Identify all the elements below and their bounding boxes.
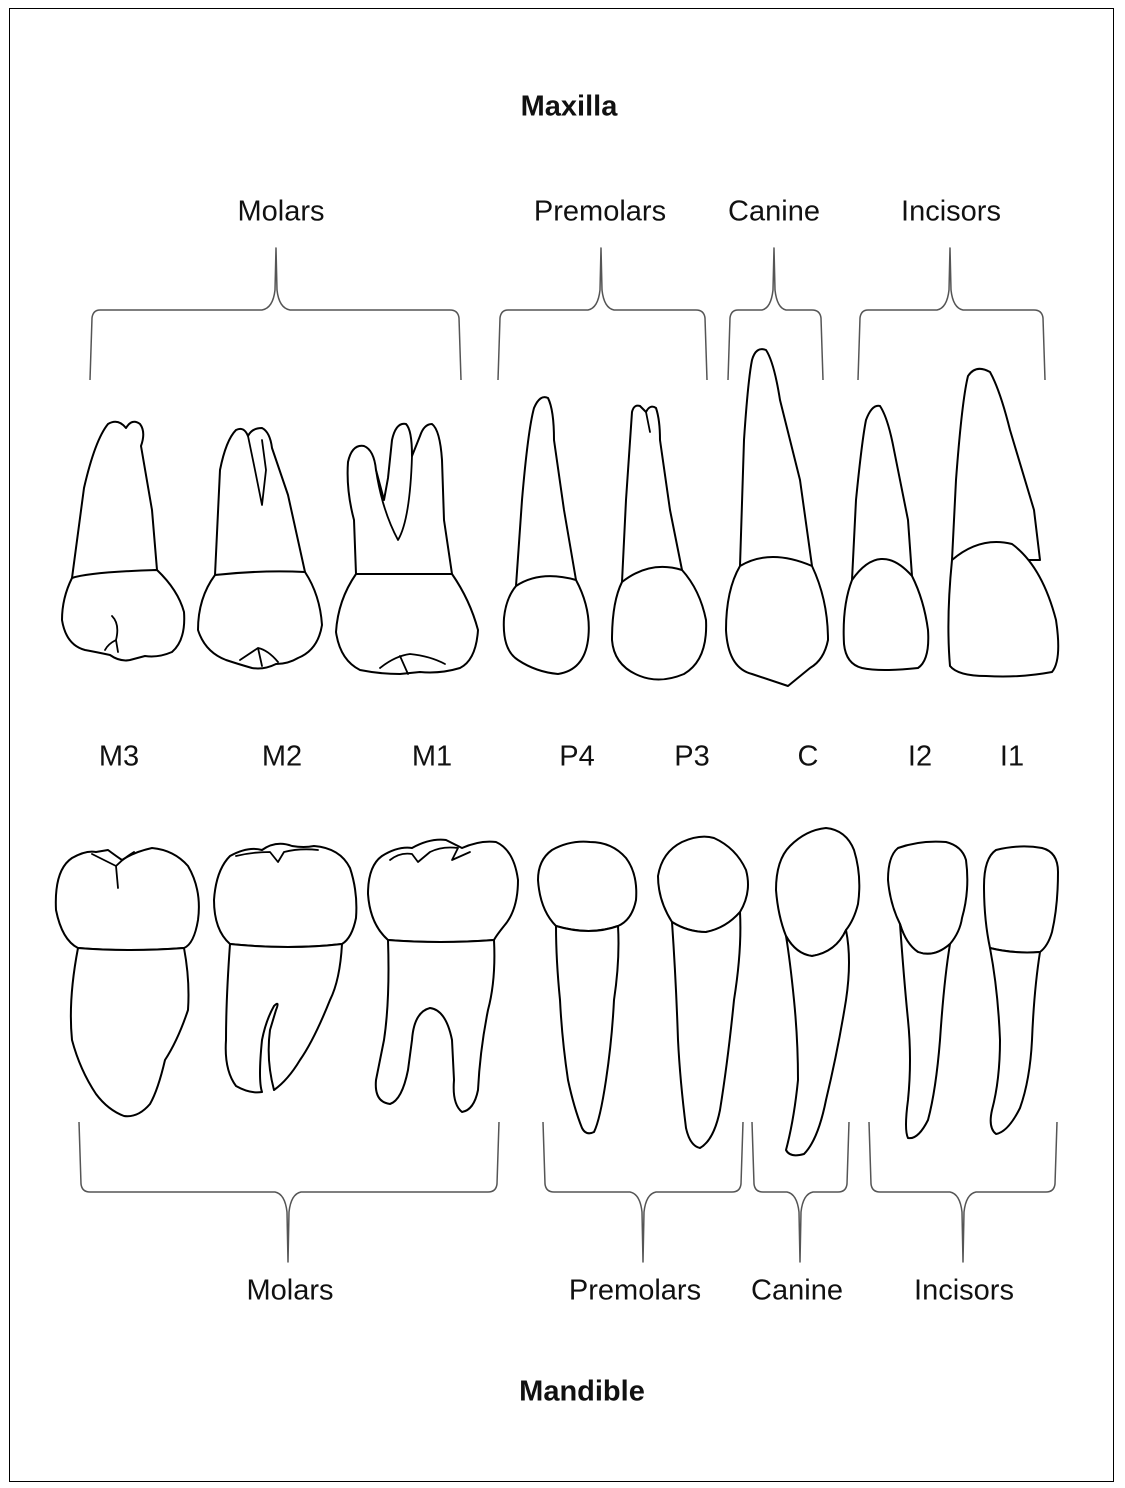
tooth-label-m1: M1 — [412, 741, 452, 774]
mandible-label-premolars: Premolars — [569, 1275, 701, 1308]
tooth-lower-m3 — [56, 848, 199, 1116]
tooth-upper-i1 — [948, 369, 1058, 677]
tooth-label-i2: I2 — [908, 741, 932, 774]
bracket-maxilla-molars — [90, 248, 461, 380]
tooth-lower-m1 — [368, 840, 518, 1112]
tooth-upper-c — [726, 349, 828, 686]
maxilla-label-premolars: Premolars — [534, 196, 666, 229]
maxilla-title: Maxilla — [521, 91, 618, 124]
mandible-label-canine: Canine — [751, 1275, 843, 1308]
mandible-title: Mandible — [519, 1376, 645, 1409]
tooth-upper-p4 — [504, 397, 589, 674]
bracket-maxilla-canine — [728, 248, 823, 380]
tooth-upper-i2 — [844, 406, 929, 670]
tooth-lower-i2 — [888, 842, 967, 1139]
bracket-maxilla-incisors — [858, 248, 1045, 380]
bracket-mandible-incisors — [869, 1122, 1057, 1262]
tooth-label-p4: P4 — [559, 741, 594, 774]
tooth-upper-m2 — [198, 428, 322, 669]
tooth-label-i1: I1 — [1000, 741, 1024, 774]
tooth-upper-m1 — [336, 424, 478, 674]
bracket-mandible-molars — [79, 1122, 499, 1262]
mandible-label-incisors: Incisors — [914, 1275, 1014, 1308]
tooth-lower-i1 — [984, 846, 1058, 1134]
maxilla-label-molars: Molars — [237, 196, 324, 229]
tooth-lower-c — [776, 828, 859, 1155]
mandible-label-molars: Molars — [246, 1275, 333, 1308]
maxilla-label-canine: Canine — [728, 196, 820, 229]
tooth-label-m3: M3 — [99, 741, 139, 774]
bracket-maxilla-premolars — [498, 248, 707, 380]
tooth-label-m2: M2 — [262, 741, 302, 774]
tooth-lower-p4 — [538, 842, 636, 1134]
tooth-label-p3: P3 — [674, 741, 709, 774]
tooth-label-c: C — [798, 741, 819, 774]
tooth-upper-p3 — [612, 406, 706, 680]
tooth-upper-m3 — [62, 422, 184, 661]
tooth-lower-m2 — [214, 844, 356, 1093]
maxilla-label-incisors: Incisors — [901, 196, 1001, 229]
bracket-mandible-premolars — [543, 1122, 743, 1262]
tooth-lower-p3 — [658, 837, 748, 1148]
